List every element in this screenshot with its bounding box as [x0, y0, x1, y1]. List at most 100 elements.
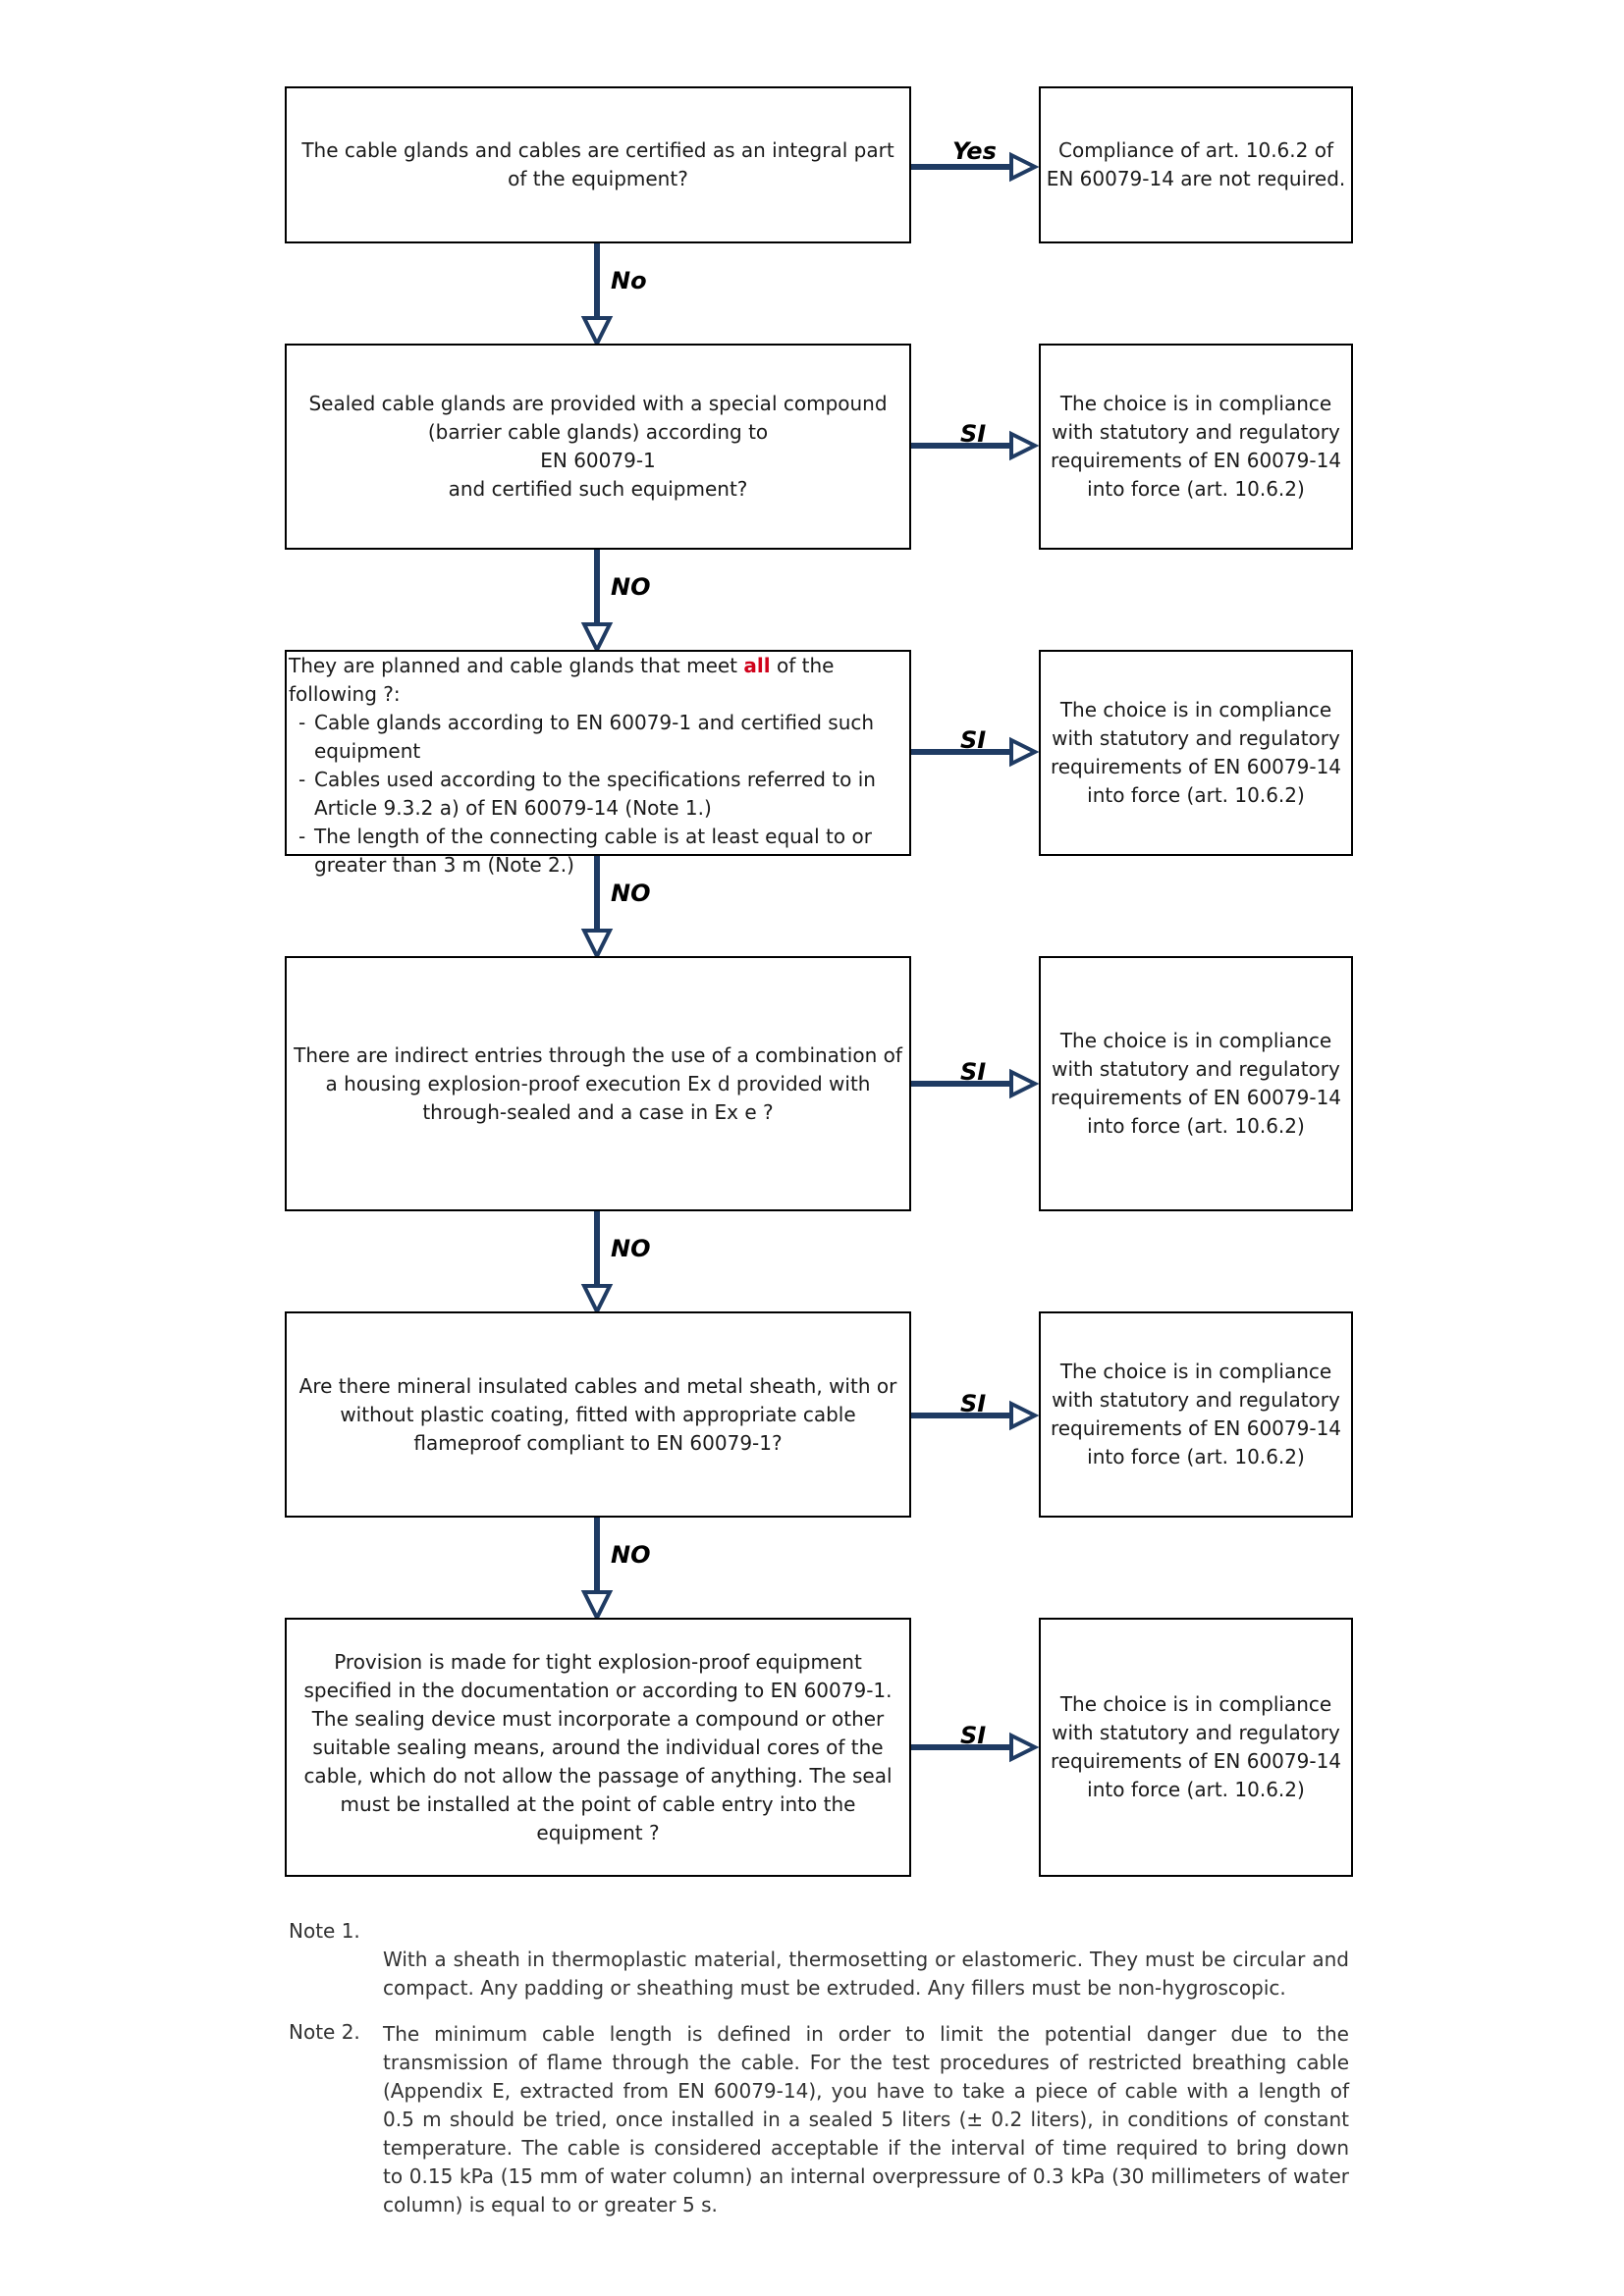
answer-6-line-1: The choice is in compliance — [1059, 1692, 1332, 1716]
answer-box-2: The choice is in compliance with statuto… — [1039, 344, 1353, 550]
note-2-line-7: column) is equal to or greater 5 s. — [383, 2193, 718, 2216]
arrow-right-4 — [911, 1068, 1040, 1099]
answer-5-line-2: with statutory and regulatory — [1052, 1388, 1340, 1412]
down-label-1: No — [611, 267, 647, 294]
answer-3-line-3: requirements of EN 60079-14 — [1050, 755, 1342, 778]
question-box-1: The cable glands and cables are certifie… — [285, 86, 911, 243]
branch-label-6: SI — [960, 1722, 987, 1749]
question-3-bullet-3: - The length of the connecting cable is … — [287, 823, 872, 880]
arrow-down-3 — [580, 856, 614, 961]
answer-box-5: The choice is in compliance with statuto… — [1039, 1311, 1353, 1518]
answer-5-line-1: The choice is in compliance — [1059, 1360, 1332, 1383]
answer-box-4: The choice is in compliance with statuto… — [1039, 956, 1353, 1211]
answer-2-line-1: The choice is in compliance — [1059, 392, 1332, 415]
answer-5-line-3: requirements of EN 60079-14 — [1050, 1416, 1342, 1440]
question-6-line-5: cable, which do not allow the passage of… — [303, 1763, 893, 1788]
note-1-line-2: compact. Any padding or sheathing must b… — [383, 1976, 1286, 2000]
note-2-line-1: The minimum cable length is defined in o… — [383, 2022, 1349, 2046]
bullet-3-line-2: greater than 3 m (Note 2.) — [314, 853, 574, 877]
question-3-bullet-2: - Cables used according to the specifica… — [287, 766, 876, 823]
bullet-1-line-1: Cable glands according to EN 60079-1 and… — [314, 711, 875, 734]
bullet-1-line-2: equipment — [314, 739, 421, 763]
note-1-line-1: With a sheath in thermoplastic material,… — [383, 1948, 1349, 1971]
arrow-right-3 — [911, 736, 1040, 768]
answer-3-line-2: with statutory and regulatory — [1052, 726, 1340, 750]
answer-box-6: The choice is in compliance with statuto… — [1039, 1618, 1353, 1877]
note-2-line-4: 0.5 m should be tried, once installed in… — [383, 2108, 1349, 2131]
question-2-line-3: EN 60079-1 — [540, 449, 656, 472]
bullet-3-line-1: The length of the connecting cable is at… — [314, 825, 872, 848]
question-4-line-2: a housing explosion-proof execution Ex d… — [325, 1071, 871, 1095]
bullet-2-line-1: Cables used according to the specificati… — [314, 768, 876, 791]
question-3-lead-after: of the — [770, 654, 835, 677]
branch-label-4: SI — [960, 1058, 987, 1086]
branch-label-3: SI — [960, 726, 987, 754]
down-label-5: NO — [611, 1541, 651, 1569]
note-2-line-3: (Appendix E, extracted from EN 60079-14)… — [383, 2079, 1349, 2103]
question-box-6: Provision is made for tight explosion-pr… — [285, 1618, 911, 1877]
answer-4-line-1: The choice is in compliance — [1059, 1029, 1332, 1052]
answer-1-line-2: EN 60079-14 are not required. — [1046, 167, 1346, 190]
question-1-line-2: of the equipment? — [508, 167, 688, 190]
question-3-lead: They are planned and cable glands that m… — [287, 652, 834, 680]
answer-2-line-2: with statutory and regulatory — [1052, 420, 1340, 444]
question-5-line-3: flameproof compliant to EN 60079-1? — [413, 1430, 783, 1455]
question-5-line-1: Are there mineral insulated cables and m… — [298, 1373, 897, 1398]
arrow-down-4 — [580, 1211, 614, 1316]
answer-6-line-3: requirements of EN 60079-14 — [1050, 1749, 1342, 1773]
question-box-2: Sealed cable glands are provided with a … — [285, 344, 911, 550]
arrow-right-1 — [911, 151, 1040, 183]
note-2-line-5: temperature. The cable is considered acc… — [383, 2136, 1349, 2160]
arrow-down-2 — [580, 550, 614, 655]
answer-1-line-1: Compliance of art. 10.6.2 of — [1058, 138, 1333, 162]
question-6-line-7: equipment ? — [536, 1820, 660, 1844]
arrow-right-5 — [911, 1400, 1040, 1431]
answer-2-line-4: into force (art. 10.6.2) — [1087, 477, 1305, 501]
question-6-line-3: The sealing device must incorporate a co… — [311, 1706, 885, 1731]
note-1-body: With a sheath in thermoplastic material,… — [383, 1946, 1349, 2002]
question-box-3: They are planned and cable glands that m… — [285, 650, 911, 877]
note-2-label: Note 2. — [289, 2020, 360, 2044]
question-5-line-2: without plastic coating, fitted with app… — [340, 1402, 856, 1426]
bullet-dash: - — [298, 711, 306, 734]
branch-label-5: SI — [960, 1390, 987, 1417]
question-6-line-6: must be installed at the point of cable … — [340, 1791, 856, 1816]
question-4-line-1: There are indirect entries through the u… — [294, 1042, 902, 1067]
question-6-line-2: specified in the documentation or accord… — [303, 1678, 893, 1702]
question-3-lead-line-2: following ?: — [289, 682, 401, 706]
question-2-line-2: (barrier cable glands) according to — [427, 420, 769, 444]
answer-5-line-4: into force (art. 10.6.2) — [1087, 1445, 1305, 1468]
branch-label-2: SI — [960, 420, 987, 448]
answer-box-3: The choice is in compliance with statuto… — [1039, 650, 1353, 856]
note-2-line-2: transmission of flame through the cable.… — [383, 2051, 1349, 2074]
answer-4-line-4: into force (art. 10.6.2) — [1087, 1114, 1305, 1138]
answer-4-line-3: requirements of EN 60079-14 — [1050, 1086, 1342, 1109]
question-2-line-4: and certified such equipment? — [448, 477, 748, 501]
answer-2-line-3: requirements of EN 60079-14 — [1050, 449, 1342, 472]
question-3-emphasis: all — [743, 654, 771, 677]
question-4-line-3: through-sealed and a case in Ex e ? — [422, 1099, 774, 1124]
bullet-dash: - — [298, 825, 306, 848]
note-2-body: The minimum cable length is defined in o… — [383, 2020, 1349, 2219]
arrow-right-6 — [911, 1732, 1040, 1763]
down-label-4: NO — [611, 1235, 651, 1262]
note-1-label: Note 1. — [289, 1919, 360, 1943]
question-3-lead-before: They are planned and cable glands that m… — [289, 654, 744, 677]
answer-3-line-4: into force (art. 10.6.2) — [1087, 783, 1305, 807]
note-2-line-6: to 0.15 kPa (15 mm of water column) an i… — [383, 2164, 1349, 2188]
bullet-dash: - — [298, 768, 306, 791]
answer-3-line-1: The choice is in compliance — [1059, 698, 1332, 721]
answer-box-1: Compliance of art. 10.6.2 of EN 60079-14… — [1039, 86, 1353, 243]
question-box-4: There are indirect entries through the u… — [285, 956, 911, 1211]
question-box-5: Are there mineral insulated cables and m… — [285, 1311, 911, 1518]
down-label-3: NO — [611, 880, 651, 907]
arrow-down-1 — [580, 243, 614, 348]
answer-6-line-4: into force (art. 10.6.2) — [1087, 1778, 1305, 1801]
down-label-2: NO — [611, 573, 651, 601]
question-2-line-1: Sealed cable glands are provided with a … — [308, 392, 888, 415]
question-6-line-1: Provision is made for tight explosion-pr… — [334, 1649, 862, 1674]
question-1-line-1: The cable glands and cables are certifie… — [301, 138, 894, 162]
answer-6-line-2: with statutory and regulatory — [1052, 1721, 1340, 1744]
answer-4-line-2: with statutory and regulatory — [1052, 1057, 1340, 1081]
